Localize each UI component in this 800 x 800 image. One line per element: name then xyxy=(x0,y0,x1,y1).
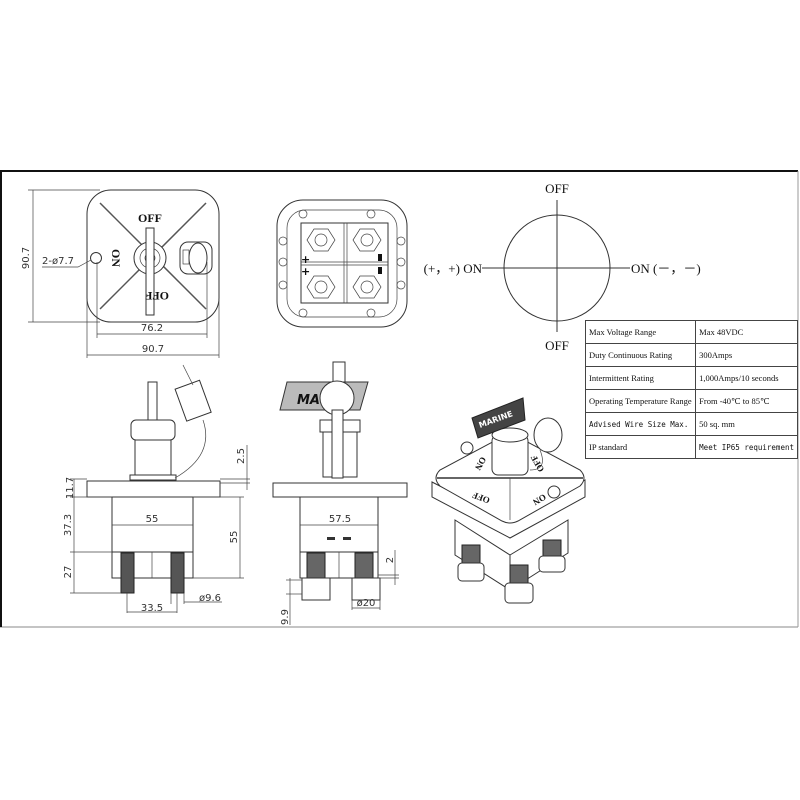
minus-symbol xyxy=(378,267,382,274)
dim-stud-spacing: 33.5 xyxy=(141,603,163,614)
dim-gap: 2 xyxy=(385,557,396,563)
spec-value: From -40℃ to 85℃ xyxy=(695,389,798,413)
dim-front-body-width: 57.5 xyxy=(329,514,351,525)
spec-value: 300Amps xyxy=(695,343,798,367)
position-on-positive: (+，+) ON xyxy=(424,261,483,276)
spec-label: IP standard xyxy=(584,435,697,459)
nut xyxy=(351,577,381,601)
dim-stud-diameter: ø9.6 xyxy=(199,593,221,604)
spec-label: Duty Continuous Rating xyxy=(584,343,697,367)
top-view-off-inverted-label: OFF xyxy=(145,289,169,303)
nut xyxy=(301,577,331,601)
top-view-off-label: OFF xyxy=(138,211,162,225)
dim-studs: 27 xyxy=(63,566,74,579)
spec-label: Intermittent Rating xyxy=(584,366,697,390)
drawing-frame xyxy=(0,170,799,628)
minus-symbol xyxy=(378,254,382,261)
switch-position-diagram: OFF OFF (+，+) ON ON (－，－) xyxy=(424,181,701,353)
dim-top: 2.5 xyxy=(236,448,247,464)
terminal-view: + + xyxy=(276,199,408,328)
top-view-on-label: ON xyxy=(109,249,123,267)
dim-flange: 11.7 xyxy=(65,477,76,499)
spec-label: Advised Wire Size Max. xyxy=(584,412,697,436)
spec-value: Max 48VDC xyxy=(695,320,798,344)
position-off-top: OFF xyxy=(545,181,569,196)
position-off-bottom: OFF xyxy=(545,338,569,353)
side-view: 11.7 37.3 27 55 55 2.5 33.5 ø9.6 xyxy=(63,364,250,614)
plus-symbol: + xyxy=(301,253,310,266)
dim-hole-callout: 2-ø7.7 xyxy=(42,256,74,267)
front-tag-text: MA xyxy=(297,393,320,408)
stud xyxy=(120,552,185,594)
table-row: Advised Wire Size Max.50 sq. mm xyxy=(584,412,798,436)
dim-nut-diameter: ø20 xyxy=(357,598,376,609)
spec-value: 50 sq. mm xyxy=(695,412,798,436)
dim-height: 90.7 xyxy=(21,247,32,269)
dim-width: 90.7 xyxy=(142,344,164,355)
spec-label: Max Voltage Range xyxy=(584,320,697,344)
plus-symbol: + xyxy=(301,265,310,278)
mounting-hole xyxy=(90,252,102,264)
iso-nut xyxy=(457,539,566,604)
front-view: MA 57.5 2 ø20 9.9 xyxy=(272,361,408,625)
dim-total-height: 55 xyxy=(229,531,240,544)
dim-nut-height: 9.9 xyxy=(280,609,291,625)
dim-body: 37.3 xyxy=(63,514,74,536)
isometric-view: MARINE ON OFF OFF ON xyxy=(431,397,586,604)
position-on-negative: ON (－，－) xyxy=(631,261,701,276)
spec-value: 1,000Amps/10 seconds xyxy=(695,366,798,390)
key-icon xyxy=(145,227,155,316)
spec-value: Meet IP65 requirement xyxy=(695,435,798,459)
dim-hole-spacing: 76.2 xyxy=(141,323,163,334)
spec-label: Operating Temperature Range xyxy=(584,389,697,413)
dim-body-width: 55 xyxy=(146,514,159,525)
top-view: OFF ON OFF 90.7 2-ø7.7 76.2 90.7 xyxy=(21,189,220,358)
